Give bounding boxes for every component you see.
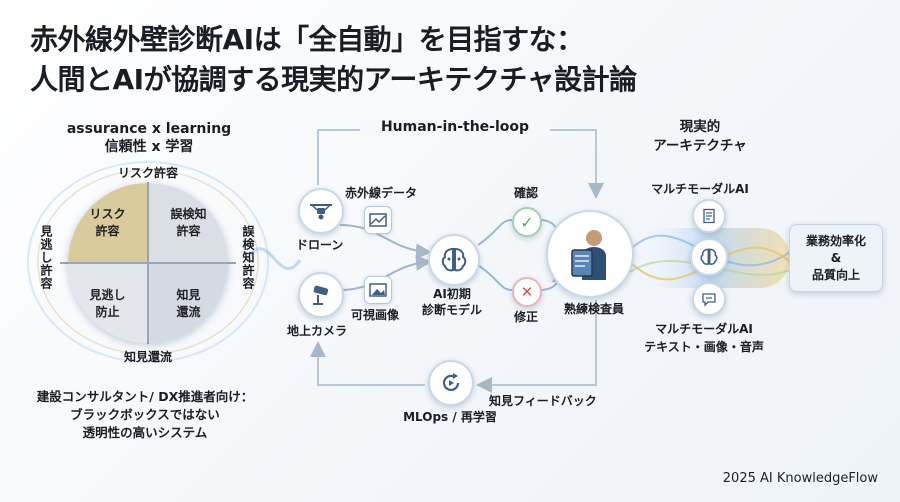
- drone-icon: [298, 188, 344, 234]
- ir-data-icon: [364, 206, 392, 234]
- brain-icon: [428, 234, 480, 286]
- wave-flow: [248, 247, 302, 270]
- mlops-label: MLOps / 再学習: [403, 410, 497, 424]
- ai-to-confirm: [477, 219, 513, 246]
- audience-note: 建設コンサルタント/ DX推進者向け： ブラックボックスではない 透明性の高いシ…: [20, 388, 270, 442]
- feedback-line: [476, 300, 597, 393]
- check-icon: ✓: [512, 207, 542, 237]
- audience-line-1: 建設コンサルタント/ DX推進者向け：: [36, 389, 254, 404]
- axis-left-label: 見逃し許容: [39, 225, 53, 290]
- confirm-label: 確認: [513, 186, 538, 200]
- axis-bottom-label: 知見還流: [123, 350, 172, 364]
- speech-bubble-icon: [692, 282, 726, 316]
- axis-right-label: 誤検知許容: [241, 225, 255, 290]
- axis-horizontal: [60, 262, 236, 264]
- drone-to-ai: [339, 224, 432, 260]
- swirl-ring: [27, 161, 269, 363]
- swirl-ring-inner: [37, 169, 259, 355]
- refresh-icon: [428, 360, 474, 406]
- image-icon: [364, 276, 392, 304]
- outcome-box: 業務効率化 & 品質向上: [789, 224, 883, 292]
- quadrant-top-left: リスク許容: [68, 183, 147, 262]
- inspector-label: 熟練検査員: [563, 302, 624, 316]
- left-heading: assurance x learning 信頼性 x 学習: [56, 120, 242, 156]
- cross-icon: ✕: [512, 277, 542, 307]
- outcome-line-2: &: [830, 250, 842, 265]
- camera-icon: [298, 272, 344, 318]
- brain-icon-small: [690, 238, 728, 276]
- credit-text: 2025 AI KnowledgeFlow: [722, 471, 878, 486]
- left-heading-jp: 信頼性 x 学習: [104, 139, 194, 155]
- quadrant-circle: リスク許容 誤検知許容 見逃し防止 知見還流: [68, 183, 228, 343]
- visible-image-label: 可視画像: [351, 308, 400, 322]
- feedback-label: 知見フィードバック: [489, 394, 597, 408]
- document-icon: [692, 199, 726, 233]
- ground-camera-label: 地上カメラ: [287, 324, 348, 338]
- modalities-label: テキスト・画像・音声: [644, 340, 764, 354]
- correct-label: 修正: [513, 310, 538, 324]
- outcome-line-1: 業務効率化: [805, 233, 866, 248]
- audience-line-3: 透明性の高いシステム: [82, 425, 208, 440]
- right-heading: 現実的 アーキテクチャ: [653, 119, 747, 154]
- ai-model-label: AI初期 診断モデル: [421, 287, 482, 317]
- mlops-return-line: [310, 341, 425, 386]
- multimodal-bottom-label: マルチモーダルAI: [655, 322, 753, 336]
- outcome-line-3: 品質向上: [811, 267, 860, 282]
- hitl-title: Human-in-the-loop: [360, 119, 550, 135]
- left-heading-en: assurance x learning: [66, 121, 232, 137]
- inspector-icon: [546, 210, 634, 298]
- title-line-1: 赤外線外壁診断AIは「全自動」を目指すな：: [30, 23, 584, 56]
- page-title: 赤外線外壁診断AIは「全自動」を目指すな： 人間とAIが協調する現実的アーキテク…: [30, 20, 637, 100]
- audience-line-2: ブラックボックスではない: [70, 407, 220, 422]
- drone-label: ドローン: [296, 238, 344, 252]
- ai-to-correct: [477, 264, 513, 291]
- ir-data-label: 赤外線データ: [345, 186, 418, 200]
- quadrant-bottom-left: 見逃し防止: [68, 264, 147, 343]
- multimodal-top-label: マルチモーダルAI: [651, 182, 749, 196]
- quadrant-top-right: 誤検知許容: [149, 183, 228, 262]
- quadrant-bottom-right: 知見還流: [149, 264, 228, 343]
- axis-top-label: リスク許容: [117, 166, 178, 180]
- multimodal-bottom: マルチモーダルAI テキスト・画像・音声: [634, 320, 774, 356]
- title-line-2: 人間とAIが協調する現実的アーキテクチャ設計論: [30, 63, 637, 96]
